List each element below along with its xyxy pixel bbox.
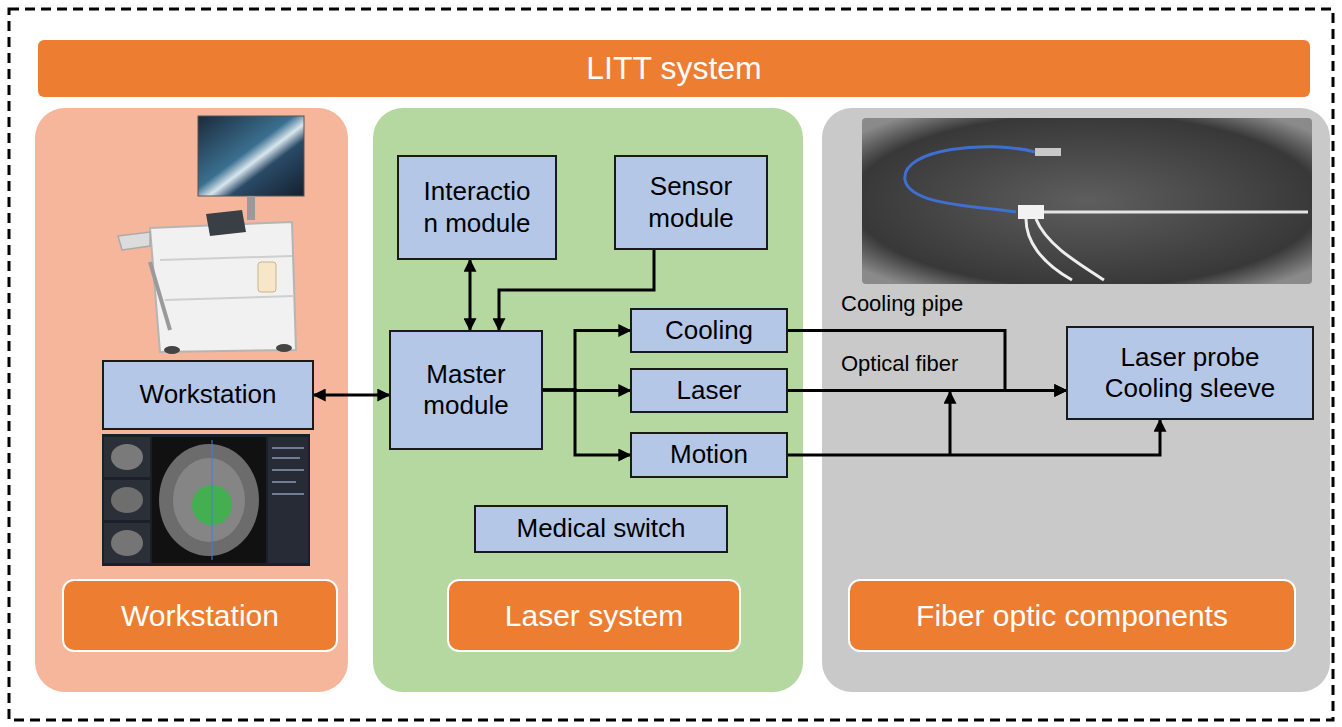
box-label: Master module bbox=[403, 359, 529, 421]
panel-label: Laser system bbox=[447, 579, 741, 652]
process-box: Sensor module bbox=[614, 155, 768, 250]
edge-label: Cooling pipe bbox=[838, 291, 966, 317]
box-label: Workstation bbox=[116, 379, 300, 410]
box-label: Medical switch bbox=[488, 513, 714, 544]
process-box: Master module bbox=[389, 330, 543, 450]
section-panel: Laser system Interactio n module Sensor mo… bbox=[373, 108, 803, 692]
panel-label: Fiber optic components bbox=[848, 579, 1296, 652]
title-bar: LITT system bbox=[38, 40, 1310, 97]
process-box: Medical switch bbox=[474, 505, 728, 553]
process-box: Laser bbox=[630, 368, 788, 413]
process-box: Motion bbox=[630, 432, 788, 478]
panel-label: Workstation bbox=[62, 579, 338, 652]
process-box: Interactio n module bbox=[397, 155, 557, 260]
box-label: Laser probe Cooling sleeve bbox=[1082, 342, 1298, 404]
process-box: Laser probe Cooling sleeve bbox=[1066, 326, 1314, 420]
box-label: Motion bbox=[642, 439, 776, 470]
outer-frame bbox=[9, 9, 1333, 720]
box-label: Interactio n module bbox=[421, 176, 533, 238]
box-label: Laser bbox=[642, 375, 776, 406]
section-panel: Fiber optic components Laser probe Coolin… bbox=[822, 108, 1330, 692]
process-box: Workstation bbox=[102, 360, 314, 430]
process-box: Cooling bbox=[630, 308, 788, 353]
box-label: Cooling bbox=[642, 315, 776, 346]
box-label: Sensor module bbox=[628, 171, 754, 233]
edge-label: Optical fiber bbox=[838, 351, 961, 377]
section-panel: WorkstationWorkstation bbox=[35, 108, 348, 692]
